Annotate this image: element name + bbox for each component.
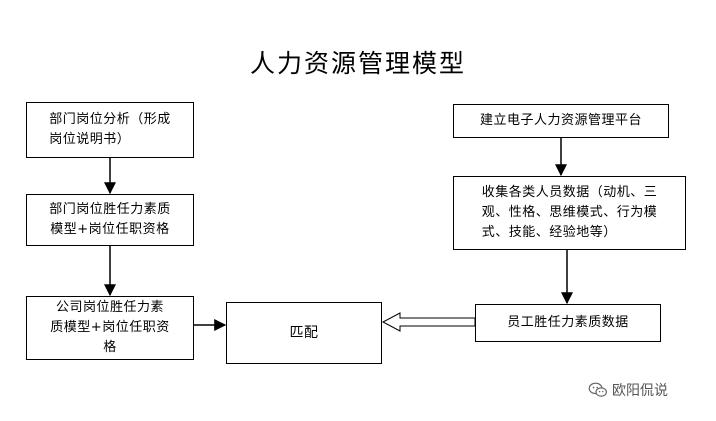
employee-competency-data-box: 员工胜任力素质数据	[475, 304, 661, 342]
collect-data-box: 收集各类人员数据（动机、三 观、性格、思维模式、行为模 式、技能、经验地等）	[453, 176, 686, 250]
hr-platform-box: 建立电子人力资源管理平台	[453, 104, 669, 138]
box-line: 公司岗位胜任力素	[55, 300, 164, 315]
diagram-title: 人力资源管理模型	[249, 49, 466, 78]
employee-data-label: 员工胜任力素质数据	[507, 315, 629, 330]
wechat-icon	[588, 382, 607, 397]
match-label: 匹配	[289, 325, 319, 341]
platform-label: 建立电子人力资源管理平台	[479, 113, 642, 128]
match-box: 匹配	[226, 302, 382, 364]
box-line: 格	[103, 340, 117, 355]
box-line: 部门岗位分析（形成	[49, 112, 171, 127]
box-line: 质模型+岗位任职资	[50, 320, 170, 335]
company-competency-model-box: 公司岗位胜任力素 质模型+岗位任职资 格	[26, 296, 194, 360]
box-line: 模型+岗位任职资格	[50, 222, 170, 237]
box-line: 部门岗位胜任力素质	[49, 202, 171, 217]
box-line: 岗位说明书）	[49, 132, 131, 147]
watermark: 欧阳侃说	[588, 380, 668, 400]
box-line: 观、性格、思维模式、行为模	[481, 205, 658, 220]
box-line: 式、技能、经验地等）	[481, 225, 617, 240]
hollow-arrow-employee-data-to-match	[381, 312, 476, 332]
watermark-text: 欧阳侃说	[612, 383, 668, 399]
dept-position-analysis-box: 部门岗位分析（形成 岗位说明书）	[26, 102, 194, 158]
box-line: 收集各类人员数据（动机、三	[481, 185, 658, 200]
dept-competency-model-box: 部门岗位胜任力素质 模型+岗位任职资格	[26, 194, 194, 246]
